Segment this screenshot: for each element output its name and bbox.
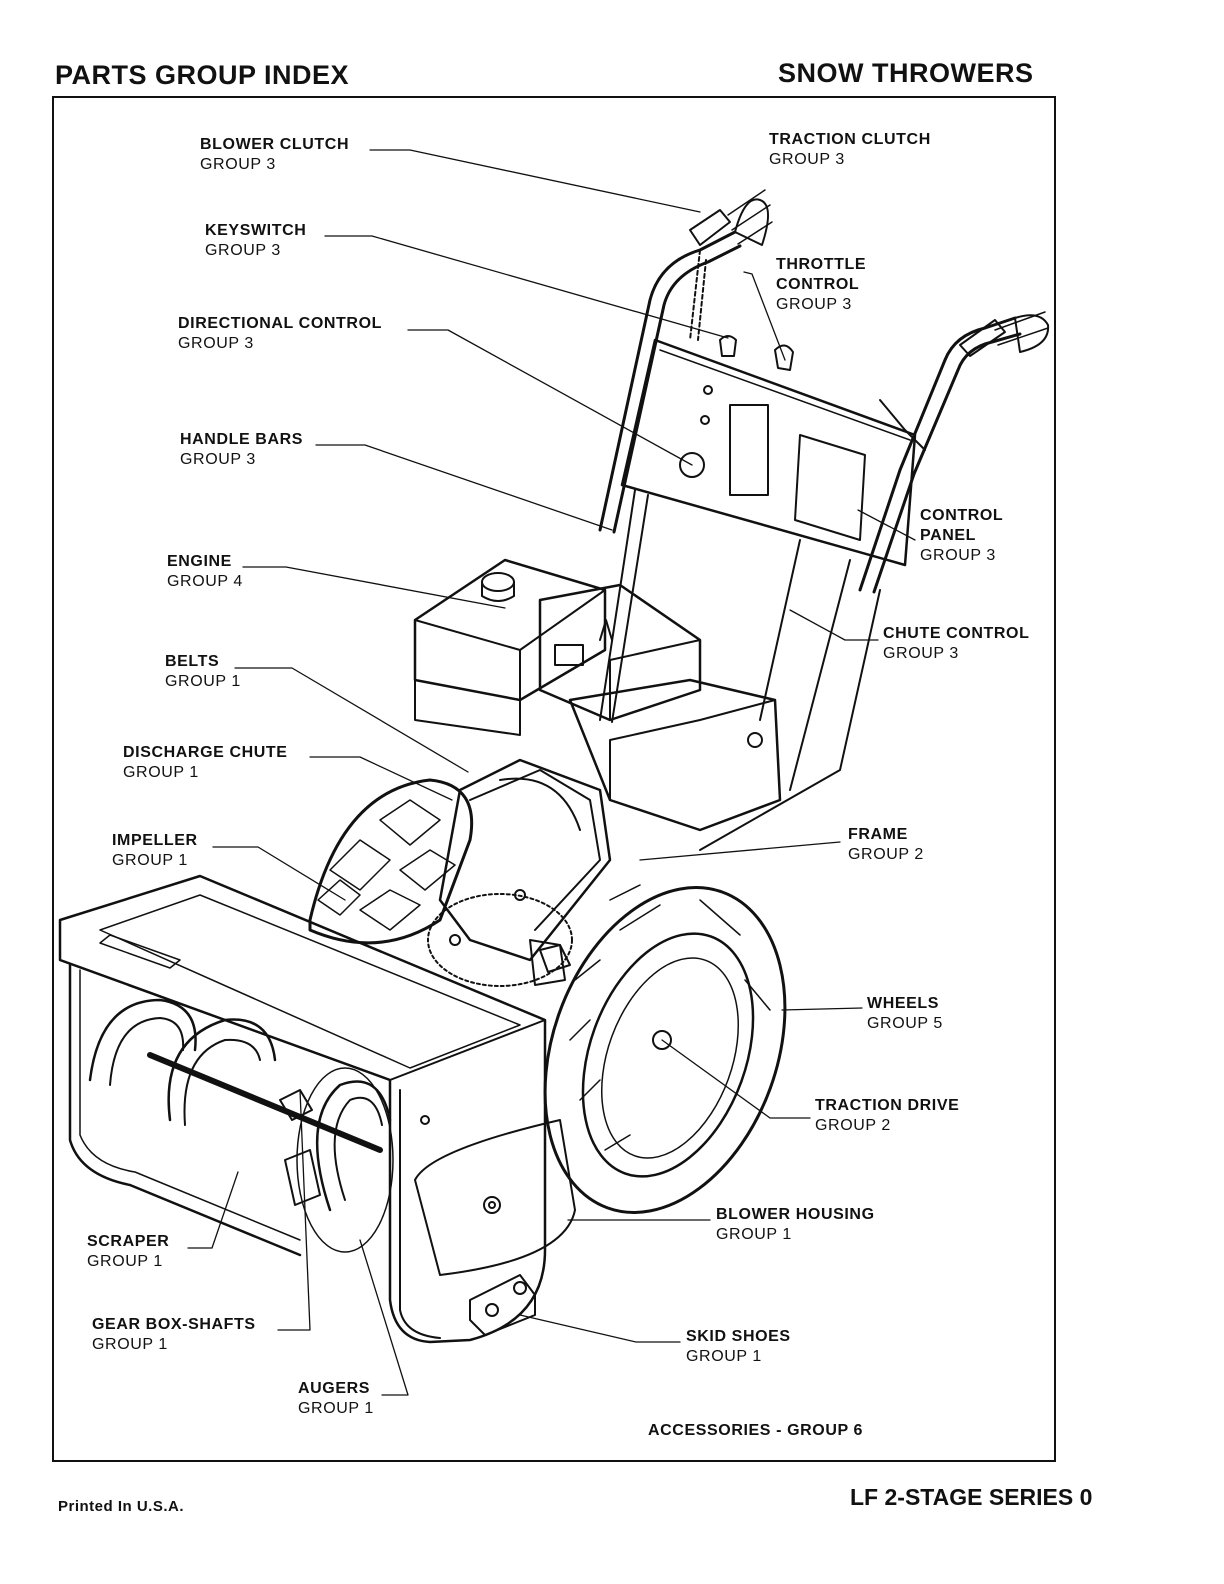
label-skid-shoes: SKID SHOES GROUP 1	[686, 1328, 791, 1365]
right-wheel-drawing	[543, 884, 787, 1214]
label-directional-control: DIRECTIONAL CONTROL GROUP 3	[178, 315, 382, 352]
label-engine: ENGINE GROUP 4	[167, 553, 243, 590]
label-chute-control: CHUTE CONTROL GROUP 3	[883, 625, 1030, 662]
page-subtitle: SNOW THROWERS	[778, 58, 1034, 88]
label-blower-housing: BLOWER HOUSING GROUP 1	[716, 1206, 875, 1243]
label-traction-clutch: TRACTION CLUTCH GROUP 3	[769, 131, 931, 168]
label-discharge-chute: DISCHARGE CHUTE GROUP 1	[123, 744, 288, 781]
label-gear-box-shafts: GEAR BOX-SHAFTS GROUP 1	[92, 1316, 256, 1353]
control-panel-drawing	[620, 335, 926, 567]
printed-note: Printed In U.S.A.	[58, 1498, 185, 1515]
blower-housing-drawing	[58, 874, 576, 1344]
label-wheels: WHEELS GROUP 5	[867, 995, 943, 1032]
frame-rails-drawing	[599, 489, 881, 851]
leader-lines	[187, 149, 916, 1396]
label-keyswitch: KEYSWITCH GROUP 3	[205, 222, 307, 259]
engine-drawing	[413, 558, 782, 832]
label-handle-bars: HANDLE BARS GROUP 3	[180, 431, 304, 468]
label-blower-clutch: BLOWER CLUTCH GROUP 3	[200, 136, 350, 173]
label-frame: FRAME GROUP 2	[848, 826, 924, 863]
diagram-frame	[52, 96, 1056, 1462]
label-traction-drive: TRACTION DRIVE GROUP 2	[815, 1097, 960, 1134]
skid-shoe-drawing	[469, 1274, 536, 1336]
label-throttle-control: THROTTLE CONTROL GROUP 3	[776, 256, 867, 313]
handle-bars-drawing	[598, 189, 1050, 594]
discharge-chute-drawing	[438, 758, 612, 986]
label-scraper: SCRAPER GROUP 1	[87, 1233, 170, 1270]
augers-drawing	[88, 998, 394, 1253]
label-belts: BELTS GROUP 1	[165, 653, 241, 690]
series-label: LF 2-STAGE SERIES 0	[850, 1484, 1093, 1510]
label-augers: AUGERS GROUP 1	[298, 1380, 374, 1417]
left-wheel-drawing	[308, 778, 474, 945]
label-impeller: IMPELLER GROUP 1	[112, 832, 198, 869]
pulley-drawing	[427, 893, 573, 987]
label-control-panel: CONTROL PANEL GROUP 3	[920, 507, 1004, 564]
page-title: PARTS GROUP INDEX	[55, 60, 350, 90]
accessories-note: ACCESSORIES - GROUP 6	[648, 1422, 864, 1439]
